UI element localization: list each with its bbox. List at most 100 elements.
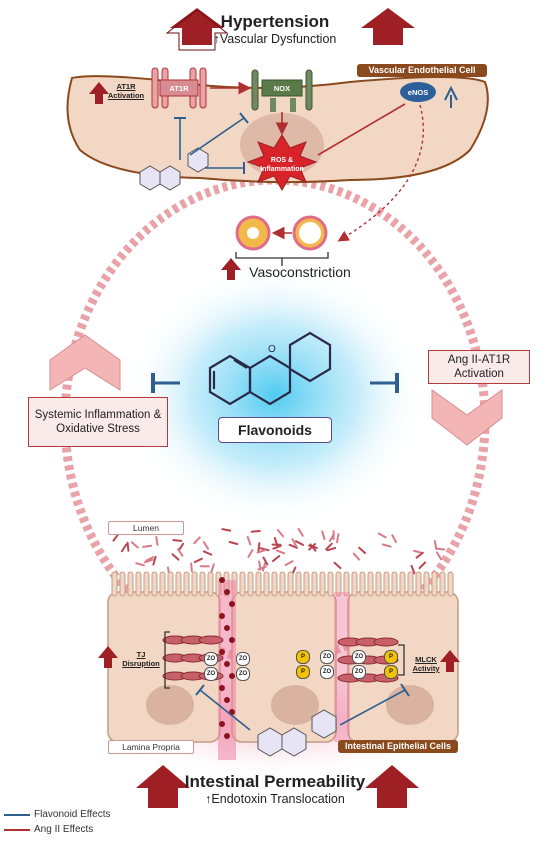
lumen-label: Lumen: [108, 521, 184, 535]
mlck-activity-label: MLCK Activity: [412, 655, 440, 673]
microvillus: [263, 571, 270, 597]
bacterium-icon: [435, 547, 446, 551]
blue-up-arrow-icon: [444, 85, 458, 108]
at1r-activation-label: AT1R Activation: [107, 82, 145, 100]
bacterium-icon: [358, 546, 367, 554]
ros-label: ROS & Inflammation: [260, 157, 304, 173]
zo-protein-icon: ZO: [236, 667, 250, 681]
bacterium-icon: [328, 533, 336, 542]
microvillus: [159, 571, 166, 597]
microvillus: [127, 571, 134, 597]
microvillus: [319, 571, 326, 597]
flavonoid-glow: [125, 265, 425, 525]
bacterium-icon: [172, 539, 183, 542]
ang-at1r-box: Ang II-AT1R Activation: [428, 350, 530, 384]
up-arrow-icon: [98, 646, 118, 668]
microvillus: [375, 571, 382, 597]
zo-protein-icon: ZO: [204, 652, 218, 666]
bacterium-icon: [391, 534, 398, 544]
microvillus: [383, 571, 390, 597]
microvillus: [351, 571, 358, 597]
bacterium-icon: [273, 537, 279, 547]
bottom-subtitle: ↑Endotoxin Translocation: [205, 792, 345, 806]
microvillus: [167, 571, 174, 597]
zo-protein-icon: ZO: [352, 650, 366, 664]
bacterium-icon: [271, 555, 281, 563]
bacterium-icon: [210, 563, 215, 573]
down-chevron-icon: [431, 389, 503, 446]
actin-filament: [373, 637, 399, 647]
bacterium-icon: [377, 532, 387, 539]
microvillus: [191, 571, 198, 597]
bacterium-icon: [275, 549, 286, 555]
bacterium-icon: [177, 548, 184, 557]
endotoxin-dot: [224, 733, 230, 739]
bacterium-icon: [135, 562, 145, 567]
bacterium-icon: [155, 535, 159, 546]
microvillus: [119, 571, 126, 597]
phosphate-icon: P: [296, 650, 310, 664]
bacterium-icon: [250, 530, 261, 533]
bacterium-icon: [143, 558, 154, 564]
enos-to-vessel-arrow: [337, 104, 424, 242]
top-subtitle: ↑Vascular Dysfunction: [213, 32, 337, 46]
phosphate-icon: P: [384, 665, 398, 679]
bacterium-icon: [152, 555, 157, 566]
microvilli: [111, 571, 454, 597]
zo-protein-icon: ZO: [352, 665, 366, 679]
mlck-bracket: [398, 644, 405, 676]
bacterium-icon: [120, 543, 128, 553]
bacterium-icon: [272, 544, 282, 550]
up-arrow-icon: [136, 765, 190, 808]
bacterium-icon: [288, 543, 299, 549]
bacterium-icon: [308, 544, 318, 549]
microvillus: [207, 571, 214, 597]
microvillus: [415, 571, 422, 597]
bacterium-icon: [145, 556, 155, 562]
endotoxin-dot: [229, 601, 235, 607]
nucleus: [386, 685, 434, 725]
zo-protein-icon: ZO: [320, 650, 334, 664]
bacterium-icon: [202, 550, 213, 556]
ros-burst-icon: [246, 134, 318, 192]
bacterium-icon: [284, 560, 294, 567]
at1r-receptor-icon: [151, 67, 207, 109]
bacterium-icon: [177, 542, 185, 552]
microvillus: [335, 571, 342, 597]
bacterium-icon: [142, 544, 153, 548]
systemic-inflammation-box: Systemic Inflammation & Oxidative Stress: [28, 397, 168, 447]
bacterium-icon: [333, 561, 342, 570]
lumen-bacteria: [112, 527, 446, 577]
microvillus: [279, 571, 286, 597]
microvillus: [135, 571, 142, 597]
endotoxin-dot: [224, 589, 230, 595]
oxygen-label: O: [268, 344, 276, 355]
bacterium-icon: [418, 561, 427, 570]
bacterium-icon: [381, 543, 392, 548]
flavonoid-small-molecule-icon: [257, 709, 337, 757]
nucleus: [271, 685, 319, 725]
endotoxin-dot: [229, 637, 235, 643]
bacterium-icon: [112, 533, 120, 542]
bacterium-icon: [326, 546, 337, 552]
microvillus: [399, 571, 406, 597]
endotoxin-dot: [219, 721, 225, 727]
microvillus: [303, 571, 310, 597]
endotoxin-dot: [224, 625, 230, 631]
bacterium-icon: [435, 551, 442, 561]
microvillus: [431, 571, 438, 597]
bacterium-icon: [130, 541, 139, 549]
flav-inhibit-tj: [199, 689, 251, 731]
microvillus: [247, 571, 254, 597]
microvillus: [175, 571, 182, 597]
flavonoid-small-molecule-icon: [139, 147, 209, 191]
microvillus: [311, 571, 318, 597]
up-arrow-icon: [165, 8, 229, 51]
tj-disruption-label: TJ Disruption: [122, 650, 160, 668]
bacterium-icon: [262, 556, 269, 566]
ros-to-enos-inhibit: [317, 103, 406, 156]
microvillus: [271, 571, 278, 597]
up-arrow-icon: [221, 258, 241, 280]
zo-protein-icon: ZO: [204, 667, 218, 681]
